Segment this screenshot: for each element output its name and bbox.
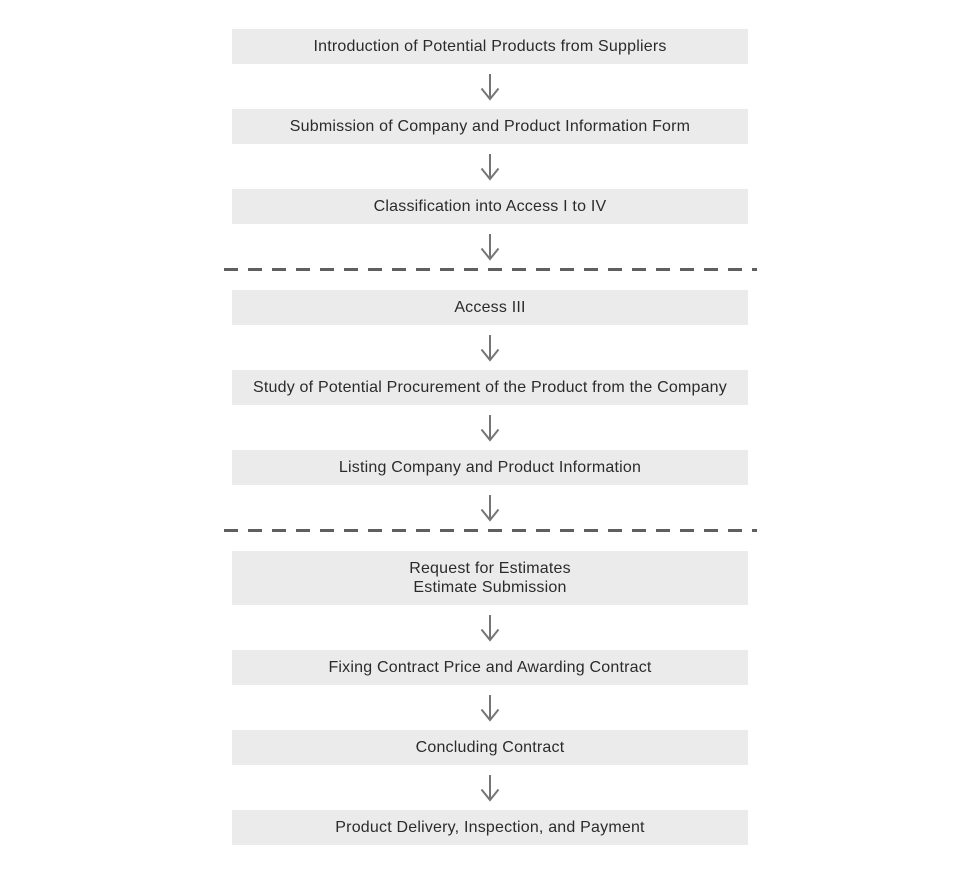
flow-step-label: Study of Potential Procurement of the Pr… [253,379,727,396]
arrow-row [232,224,748,269]
flow-step-label: Request for Estimates [409,560,571,577]
flow-step-label: Concluding Contract [415,739,565,756]
flow-step-label: Classification into Access I to IV [373,198,607,215]
flow-step-label: Listing Company and Product Information [338,459,642,476]
arrow-row [232,485,748,530]
flow-step-label: Estimate Submission [413,579,567,596]
arrow-row [232,605,748,650]
down-arrow-icon [480,334,500,362]
dashed-divider [223,268,757,271]
down-arrow-icon [480,233,500,261]
arrow-row [232,765,748,810]
flow-step-box: Classification into Access I to IV [232,189,748,224]
arrow-row [232,64,748,109]
down-arrow-icon [480,694,500,722]
down-arrow-icon [480,614,500,642]
flow-step-label: Access III [454,299,526,316]
flow-step-label: Fixing Contract Price and Awarding Contr… [328,659,652,676]
arrow-row [232,685,748,730]
flow-step-box: Submission of Company and Product Inform… [232,109,748,144]
down-arrow-icon [480,414,500,442]
flow-step-box: Introduction of Potential Products from … [232,29,748,64]
flow-step-label: Introduction of Potential Products from … [313,38,667,55]
flow-step-label: Submission of Company and Product Inform… [289,118,691,135]
down-arrow-icon [480,73,500,101]
dashed-divider [223,529,757,532]
flow-step-box: Listing Company and Product Information [232,450,748,485]
flow-step-box: Access III [232,290,748,325]
flow-step-box: Study of Potential Procurement of the Pr… [232,370,748,405]
flow-step-box: Concluding Contract [232,730,748,765]
down-arrow-icon [480,494,500,522]
flow-step-box: Product Delivery, Inspection, and Paymen… [232,810,748,845]
down-arrow-icon [480,153,500,181]
flow-step-label: Product Delivery, Inspection, and Paymen… [335,819,645,836]
arrow-row [232,144,748,189]
arrow-row [232,405,748,450]
arrow-row [232,325,748,370]
procurement-flowchart: Introduction of Potential Products from … [223,0,757,845]
down-arrow-icon [480,774,500,802]
flow-step-box: Fixing Contract Price and Awarding Contr… [232,650,748,685]
